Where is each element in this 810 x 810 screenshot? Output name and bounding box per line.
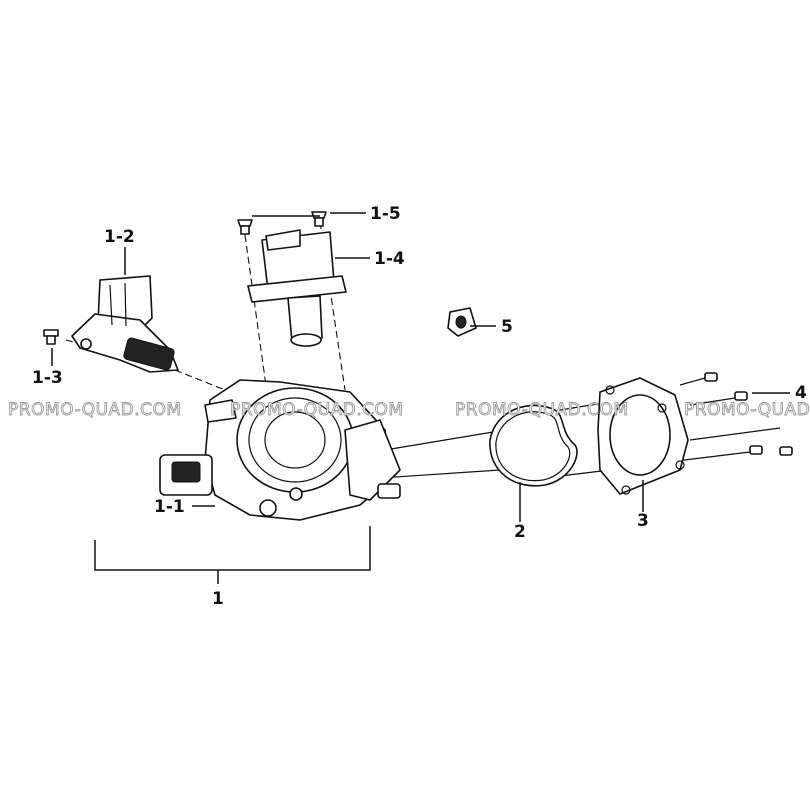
watermark: PROMO-QUAD.COM [455, 400, 629, 420]
throttle-body-1 [159, 379, 401, 521]
watermark-row: PROMO-QUAD.COM PROMO-QUAD.COM PROMO-QUAD… [8, 400, 810, 421]
watermark: PROMO-QUAD.COM [230, 400, 404, 420]
leader-lines [51, 212, 790, 584]
idle-valve-1-4 [247, 229, 347, 347]
flange-3 [597, 377, 689, 495]
sensor-1-2 [71, 275, 179, 373]
callout-2: 2 [514, 522, 526, 542]
cap-5 [447, 307, 477, 337]
bolts-4 [704, 372, 793, 456]
callout-1: 1 [212, 589, 224, 609]
callout-4: 4 [795, 383, 807, 403]
callout-5: 5 [501, 317, 513, 337]
callout-labels: 1-2 1-3 1-1 1-4 1-5 5 2 3 4 1 [32, 204, 807, 609]
screw-1-3 [43, 329, 59, 345]
callout-3: 3 [637, 511, 649, 531]
watermark: PROMO-QUAD.COM [684, 400, 810, 420]
callout-1-4: 1-4 [374, 249, 405, 269]
o-ring-2 [489, 404, 578, 487]
callout-1-2: 1-2 [104, 227, 135, 247]
screws-1-5 [237, 211, 327, 235]
callout-1-3: 1-3 [32, 368, 63, 388]
watermark: PROMO-QUAD.COM [8, 400, 182, 420]
callout-1-1: 1-1 [154, 497, 185, 517]
callout-1-5: 1-5 [370, 204, 401, 224]
